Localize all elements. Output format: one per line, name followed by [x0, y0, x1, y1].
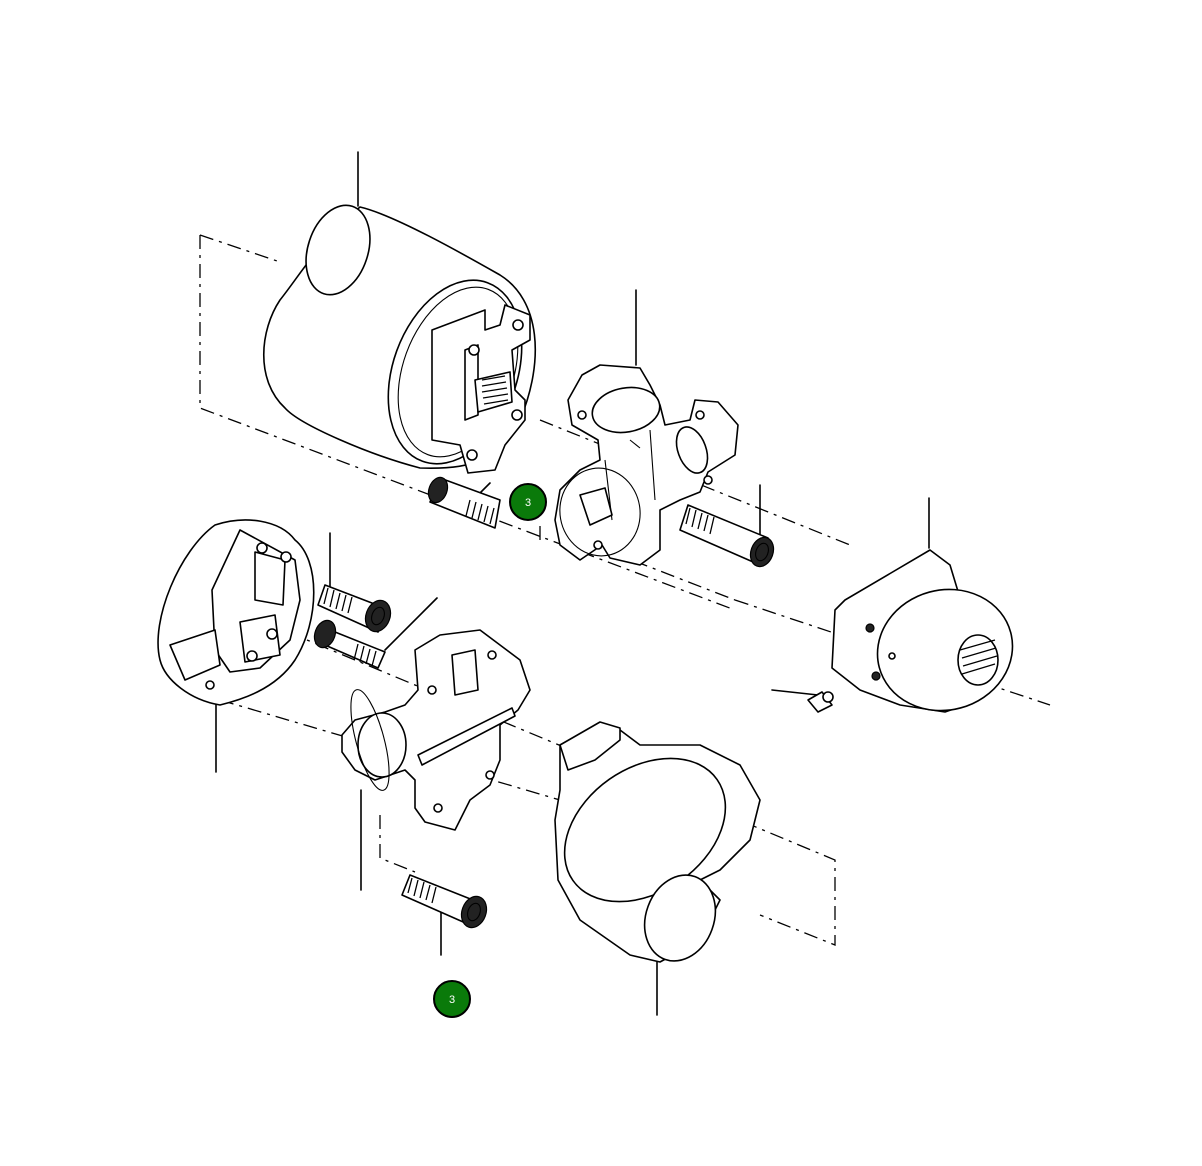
lower-spider-cross: [341, 629, 531, 831]
callout-lower-badge: [433, 980, 471, 1018]
upper-left-cap-screw: [427, 476, 501, 529]
splined-hub: [831, 549, 1014, 713]
lower-flange-yoke: [157, 519, 315, 706]
leader-lines: [215, 151, 930, 1016]
lower-screw-middle: [313, 619, 386, 669]
upper-spider-cross: [554, 364, 739, 566]
callout-upper-label: 3: [525, 497, 531, 509]
upper-shaft-yoke: [262, 204, 537, 474]
lower-shaft-yoke: [554, 721, 761, 963]
upper-right-cap-screw: [679, 504, 775, 568]
callout-upper[interactable]: 3: [509, 483, 547, 521]
lower-screw-top: [317, 584, 392, 633]
callout-upper-badge: [509, 483, 547, 521]
grease-fitting: [807, 691, 834, 713]
callout-lower[interactable]: 3: [433, 980, 471, 1018]
lower-screw-bottom: [401, 874, 488, 929]
upper-yoke-spline: [481, 375, 509, 405]
callout-lower-label: 3: [449, 994, 455, 1006]
